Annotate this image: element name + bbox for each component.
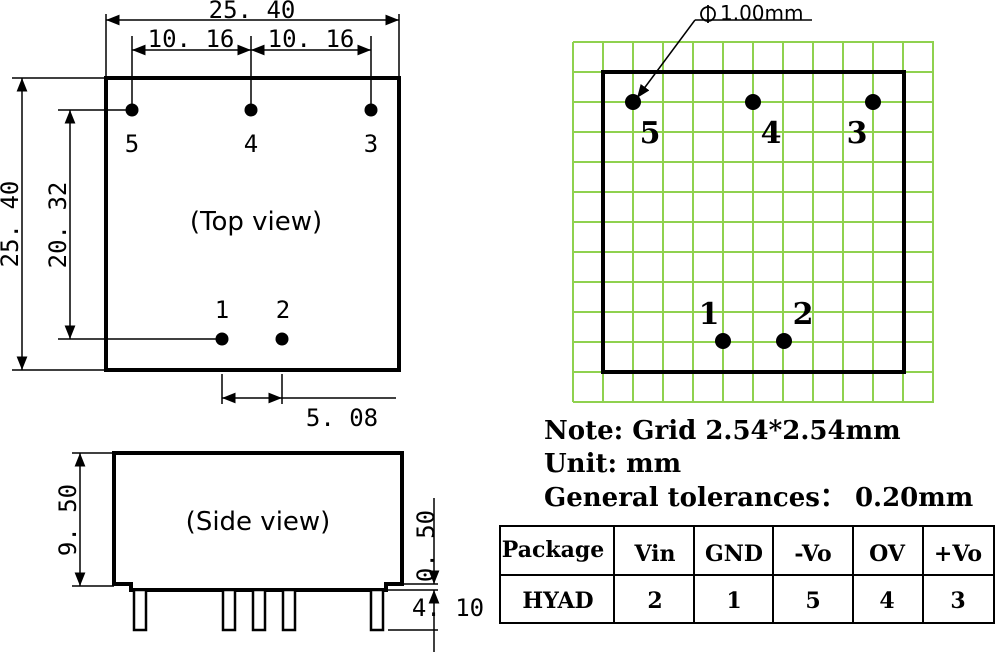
grid-pin-label-5: 5 [640,116,661,151]
grid-pin-label-3: 3 [847,116,868,151]
grid-footprint-outline [601,70,906,374]
top-view: 25. 40 10. 16 10. 16 25. 40 20. 32 5 4 3… [0,0,401,432]
table-header-package: Package [502,537,604,563]
top-view-label: (Top view) [190,207,322,237]
table-header-neg-vo: -Vo [794,541,831,567]
side-lead-2 [221,588,237,632]
top-pin-label-1: 1 [215,296,229,324]
top-pin-3 [364,103,378,117]
top-pin-label-2: 2 [276,296,290,324]
side-view-label: (Side view) [186,507,331,537]
table-cell-vin: 2 [647,588,662,614]
top-pin-label-5: 5 [125,130,139,158]
dim-pin-pitch: 5. 08 [306,404,378,432]
pin-diameter-label: 1.00mm [720,1,804,25]
pin-table: Package Vin GND -Vo OV +Vo HYAD 2 1 5 4 … [499,525,995,624]
top-pin-label-3: 3 [364,130,378,158]
top-pin-1 [215,332,229,346]
table-cell-pos-vo: 3 [950,588,965,614]
side-lead-4 [281,588,297,632]
side-view-body [112,451,404,592]
table-header-pos-vo: +Vo [934,541,982,567]
grid-pin-4 [745,94,761,110]
top-pin-label-4: 4 [244,130,258,158]
dim-overall-height: 25. 40 [0,181,24,268]
grid-view: 5 4 3 1 2 1.00mm [572,1,934,403]
top-pin-5 [125,103,139,117]
grid-pin-1 [715,333,731,349]
grid-pin-3 [865,94,881,110]
top-view-outline [104,76,401,372]
table-header-vin: Vin [633,541,675,567]
notes: Note: Grid 2.54*2.54mm Unit: mm General … [544,416,973,513]
dim-lead-length: 4. 10 [412,594,484,622]
grid-pin-2 [776,333,792,349]
top-pin-4 [244,103,258,117]
grid-pin-label-1: 1 [699,297,720,332]
diameter-symbol-icon [700,5,716,23]
table-header-gnd: GND [705,541,763,567]
table-cell-neg-vo: 5 [805,588,820,614]
side-lead-3 [251,588,267,632]
dim-pin-span-left: 10. 16 [148,25,235,53]
table-cell-package: HYAD [522,588,593,614]
dim-pin-span-right: 10. 16 [268,25,355,53]
side-lead-1 [132,588,148,632]
side-lead-5 [369,588,385,632]
table-cell-gnd: 1 [726,588,741,614]
table-cell-ov: 4 [879,588,894,614]
dim-standoff: 0. 50 [412,510,440,582]
side-view: (Side view) 9. 50 0. 50 4. 10 [54,451,484,652]
dim-pin-row-gap: 20. 32 [44,182,72,269]
grid-pin-label-4: 4 [761,116,782,151]
grid-pin-label-2: 2 [793,297,814,332]
table-header-ov: OV [869,541,906,567]
note-grid: Note: Grid 2.54*2.54mm [544,416,901,446]
dim-body-height: 9. 50 [54,484,82,556]
dim-overall-width: 25. 40 [209,0,296,24]
top-pin-2 [275,332,289,346]
note-tolerance: General tolerances： 0.20mm [544,483,973,513]
note-unit: Unit: mm [544,449,681,479]
